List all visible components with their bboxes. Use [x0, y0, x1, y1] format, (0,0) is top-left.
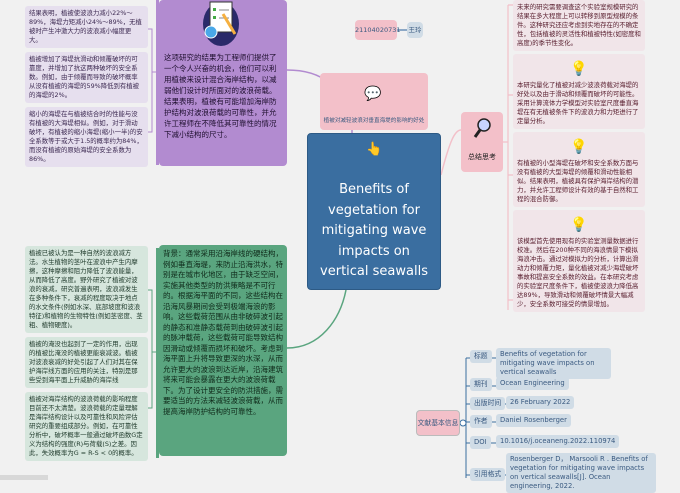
load-uncertainty-detail: 植被对海岸结构的波浪荷载的影响程度目前还不太清楚。波浪荷载的定量理解是海岸结构设…	[25, 392, 148, 461]
central-topic-title: Benefits of vegetation for mitigating wa…	[320, 182, 428, 279]
magnifier-icon	[473, 117, 491, 143]
vegetation-attenuation-detail: 植被已被认为是一种自然的波浪减方法。水生植物的茎叶在波浪中产生内摩擦，这种摩擦和…	[25, 246, 148, 333]
small-seawall-summary-text: 有植被的小型海堤在破坏和安全系数方面与没有植被的大型海堤的倾覆和滑动性能相似。结…	[517, 159, 639, 203]
central-topic-node[interactable]: 👆 Benefits of vegetation for mitigating …	[307, 133, 441, 290]
info-value-author[interactable]: Daniel Rosenberger	[496, 414, 571, 427]
benefit-node-label: 植被对减轻波浪对垂直海堤的影响的好处	[323, 118, 425, 124]
benefit-node[interactable]: 💬 植被对减轻波浪对垂直海堤的影响的好处	[320, 73, 428, 130]
info-key-date[interactable]: 出版时间	[470, 397, 506, 410]
engineer-node-text: 这项研究的结果为工程师们提供了一个令人兴奋的机会，他们可以利用植被来设计混合海岸…	[164, 53, 277, 139]
info-key-journal[interactable]: 期刊	[470, 378, 492, 391]
summary-node-label: 总结思考	[468, 153, 496, 161]
model-calibration-detail: 💡 该模型首先使用现有的实验室测量数据进行校准。然后在200种不同的海浪情景下模…	[513, 210, 645, 312]
submergence-detail: 植被的淹没也起到了一定的作用，出现的植被比淹没的植被更能衰减波。植被对波浪衰减的…	[25, 337, 148, 388]
info-value-doi[interactable]: 10.1016/j.oceaneng.2022.110974	[496, 435, 620, 448]
author-name-node[interactable]: 王玲	[407, 22, 423, 38]
info-node[interactable]: 文献基本信息	[416, 410, 460, 436]
engineer-details-list: 结果表明，植被使波浪力减小22%～89%，海堤力矩减小24%～89%，无植被时产…	[25, 6, 148, 167]
lightbulb-icon: 💡	[570, 61, 588, 77]
small-seawall-detail: 缩小的海堤在与植被结合时的性能与没有植被的大海堤相似。例如，对于滑动破坏，有植被…	[25, 107, 148, 167]
info-key-doi[interactable]: DOI	[470, 436, 491, 449]
info-value-title[interactable]: Benefits of vegetation for mitigating wa…	[496, 348, 611, 379]
info-key-citation[interactable]: 引用格式	[470, 468, 506, 481]
background-node[interactable]: 背景：通常采用沿海岸线的硬结构，例如垂直海堤，来防止沿海洪水，特别是在城市化地区…	[159, 245, 287, 456]
model-calibration-text: 该模型首先使用现有的实验室测量数据进行校准。然后在200种不同的海浪情景下模拟海…	[517, 237, 639, 308]
result-detail: 结果表明，植被使波浪力减小22%～89%，海堤力矩减小24%～89%，无植被时产…	[25, 6, 148, 48]
reliability-detail: 植被增加了海堤抗滑动和倾覆破坏的可靠度，并增加了抗这两种破坏的安全系数。例如，由…	[25, 52, 148, 103]
info-value-journal[interactable]: Ocean Engineering	[496, 377, 569, 390]
lightbulb-icon: 💡	[570, 139, 588, 155]
student-id-node[interactable]: 21104020731	[355, 20, 401, 40]
pointer-hand-icon: 👆	[366, 142, 383, 157]
checklist-icon	[201, 0, 241, 48]
background-details-list: 植被已被认为是一种自然的波浪减方法。水生植物的茎叶在波浪中产生内摩擦，这种摩擦和…	[25, 246, 148, 461]
quantification-detail: 💡 本研究量化了植被对减少波浪荷载对海堤的好处以及由于滑动和倾覆而破坏的可能性。…	[513, 54, 645, 129]
info-key-author[interactable]: 作者	[470, 415, 492, 428]
small-seawall-summary: 💡 有植被的小型海堤在破坏和安全系数方面与没有植被的大型海堤的倾覆和滑动性能相似…	[513, 132, 645, 207]
info-key-title[interactable]: 标题	[470, 350, 492, 363]
info-value-citation[interactable]: Rosenberger D， Marsooli R . Benefits of …	[506, 453, 656, 493]
lightbulb-icon: 💡	[570, 217, 588, 233]
horizontal-scrollbar[interactable]	[0, 475, 48, 480]
quantification-text: 本研究量化了植被对减少波浪荷载对海堤的好处以及由于滑动和倾覆而破坏的可能性。采用…	[517, 81, 639, 125]
info-value-date[interactable]: 26 February 2022	[506, 396, 575, 409]
engineer-node[interactable]: 这项研究的结果为工程师们提供了一个令人兴奋的机会，他们可以利用植被来设计混合海岸…	[159, 0, 287, 166]
summary-details-list: 未来的研究需要调查这个实验室规模研究的结果在多大程度上可以转移到原型规模的条件。…	[513, 0, 645, 312]
future-research-detail: 未来的研究需要调查这个实验室规模研究的结果在多大程度上可以转移到原型规模的条件。…	[513, 0, 645, 51]
summary-node[interactable]: 总结思考	[461, 112, 503, 172]
chat-icon: 💬	[364, 86, 382, 102]
